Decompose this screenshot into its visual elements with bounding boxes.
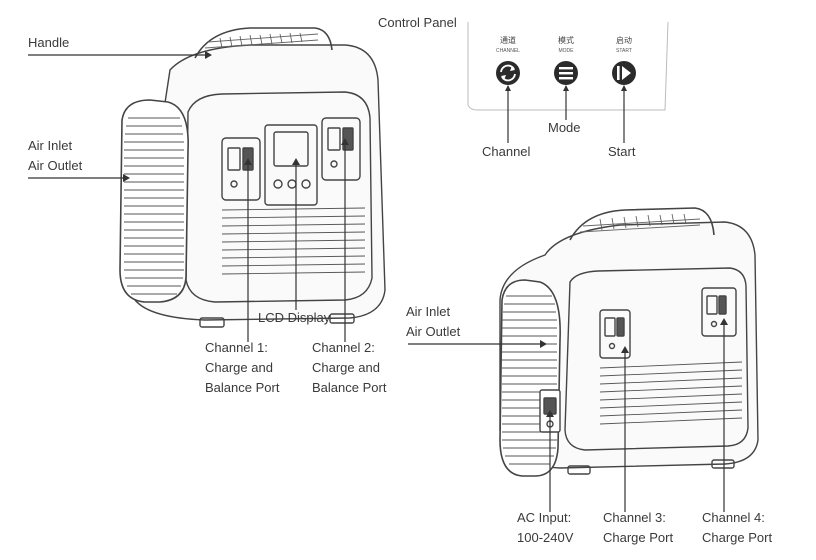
channel2-label: Channel 2: Charge and Balance Port [312,338,386,398]
air-right-line-2: Air Outlet [406,324,461,339]
control-panel-label: Control Panel [378,15,457,30]
channel3-line-1: Channel 3: [603,510,666,525]
leader-arrowheads [123,51,728,417]
ac-input-line-1: AC Input: [517,510,572,525]
ac-input-label: AC Input: 100-240V [517,508,573,548]
mode-label: Mode [548,120,581,135]
air-left-label: Air Inlet Air Outlet [28,136,82,176]
channel2-line-3: Balance Port [312,380,387,395]
leader-lines [28,54,725,512]
channel1-line-3: Balance Port [205,380,280,395]
air-right-label: Air Inlet Air Outlet [406,302,460,342]
lcd-display-label: LCD Display [258,310,331,325]
front-device [119,27,386,328]
control-panel-box [467,21,669,143]
channel3-label: Channel 3: Charge Port [603,508,673,548]
channel4-line-1: Channel 4: [702,510,765,525]
air-right-line-1: Air Inlet [406,304,451,319]
handle-label: Handle [28,35,70,50]
start-label: Start [608,144,636,159]
channel1-line-1: Channel 1: [205,340,268,355]
channel3-line-2: Charge Port [603,530,674,545]
back-device [499,207,759,477]
ac-input-line-2: 100-240V [517,530,574,545]
channel1-label: Channel 1: Charge and Balance Port [205,338,279,398]
channel1-line-2: Charge and [205,360,273,375]
channel2-line-1: Channel 2: [312,340,375,355]
channel4-label: Channel 4: Charge Port [702,508,772,548]
channel-label: Channel [482,144,531,159]
mode-button-graphic [554,61,578,85]
channel4-line-2: Charge Port [702,530,773,545]
air-left-line-1: Air Inlet [28,138,73,153]
channel2-line-2: Charge and [312,360,380,375]
channel-button-graphic [496,61,520,85]
air-left-line-2: Air Outlet [28,158,83,173]
start-button-graphic [612,61,636,85]
